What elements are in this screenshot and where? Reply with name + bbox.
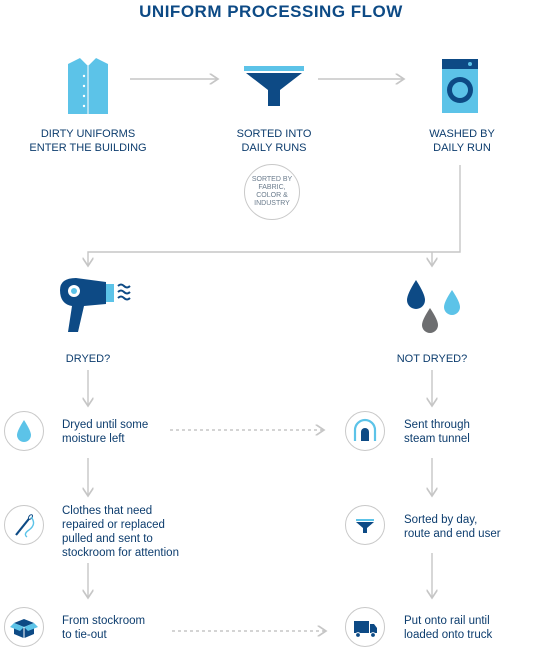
right-step-rail-truck: Put onto rail until loaded onto truck <box>404 615 493 641</box>
truck-icon <box>345 607 385 647</box>
branch-dryed: DRYED? <box>65 353 111 365</box>
washing-machine-icon <box>442 59 478 118</box>
water-drop-icon <box>4 411 44 451</box>
step-sorted-daily-runs: SORTED INTO DAILY RUNS <box>236 128 312 154</box>
needle-thread-icon <box>4 505 44 545</box>
arrow-wash-to-branches <box>88 165 461 266</box>
left-step-dryed-moisture: Dryed until some moisture left <box>62 419 149 445</box>
step-dirty-uniforms: DIRTY UNIFORMS ENTER THE BUILDING <box>29 128 147 154</box>
box-icon <box>4 607 44 647</box>
funnel-icon <box>345 505 385 545</box>
right-step-steam-tunnel: Sent through steam tunnel <box>404 419 470 445</box>
funnel-icon <box>244 66 304 113</box>
sort-criteria-note: SORTED BY FABRIC, COLOR & INDUSTRY <box>244 164 300 220</box>
tunnel-icon <box>345 411 385 451</box>
step-washed-daily-run: WASHED BY DAILY RUN <box>429 128 495 154</box>
left-step-repairs: Clothes that need repaired or replaced p… <box>62 505 179 559</box>
water-drops-icon <box>404 280 466 343</box>
shirt-icon <box>62 56 114 121</box>
left-step-tie-out: From stockroom to tie-out <box>62 615 146 641</box>
branch-not-dryed: NOT DRYED? <box>396 353 468 365</box>
hair-dryer-icon <box>56 276 134 343</box>
right-step-sorted: Sorted by day, route and end user <box>404 514 501 540</box>
page-title: UNIFORM PROCESSING FLOW <box>139 2 403 21</box>
